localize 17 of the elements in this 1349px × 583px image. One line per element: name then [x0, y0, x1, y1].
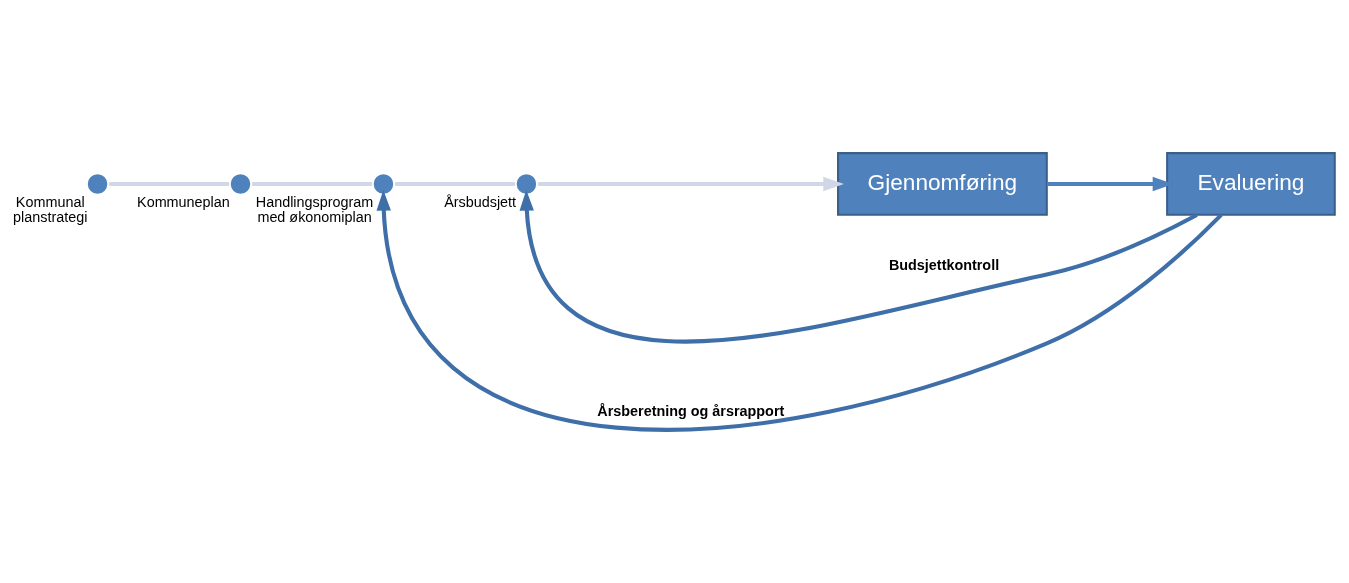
edge-label: Budsjettkontroll	[888, 256, 1000, 273]
node-label: Kommunal planstrategi	[13, 193, 88, 226]
node-label: Årsbudsjett	[444, 193, 517, 210]
arrow	[376, 190, 1223, 432]
node-box: Gjennomføring	[837, 152, 1048, 216]
node-label: Handlingsprogram med økonomiplan	[255, 193, 374, 226]
arrow	[538, 176, 844, 192]
node-circle	[84, 171, 111, 197]
connector	[252, 181, 373, 187]
connector	[109, 181, 230, 187]
connector	[395, 181, 516, 187]
node-label: Kommuneplan	[137, 193, 230, 210]
edge-label: Årsberetning og årsrapport	[597, 402, 785, 419]
node-circle	[370, 171, 397, 197]
arrow	[519, 190, 1198, 344]
node-circle	[227, 171, 254, 197]
node-box: Evaluering	[1166, 152, 1336, 216]
